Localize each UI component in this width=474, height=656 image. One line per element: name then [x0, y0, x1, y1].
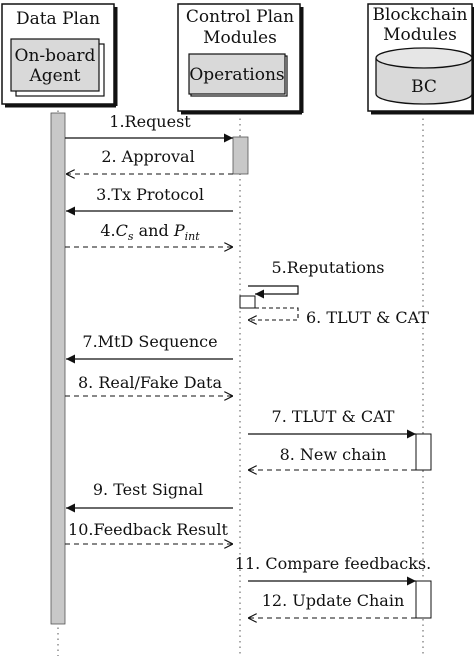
control-plan-title-line1: Control Plan — [186, 7, 294, 27]
message-8-real-fake-data: 8. Real/Fake Data — [65, 373, 233, 396]
control-plan-activation-1 — [232, 136, 249, 175]
message-14-update-chain: 12. Update Chain — [248, 591, 416, 618]
participant-control-plan: Control Plan Modules Operations — [177, 3, 304, 115]
message-label: 2. Approval — [101, 147, 194, 166]
on-board-agent-line1: On-board — [15, 46, 96, 66]
blockchain-title-line2: Modules — [383, 25, 457, 45]
message-9-tlut-cat-to-bc: 7. TLUT & CAT — [248, 407, 416, 439]
blockchain-activation-2 — [415, 580, 432, 619]
message-4-cs-and-pint: 4.Cs and Pint — [65, 221, 233, 247]
message-5-reputations: 5.Reputations — [248, 258, 385, 299]
blockchain-activation-1 — [415, 433, 432, 471]
message-label: 7. TLUT & CAT — [272, 407, 395, 426]
message-6-tlut-cat: 6. TLUT & CAT — [248, 307, 429, 327]
database-cylinder-icon — [375, 47, 473, 105]
message-label: 4.Cs and Pint — [100, 221, 200, 243]
message-2-approval: 2. Approval — [66, 147, 233, 174]
message-3-tx-protocol: 3.Tx Protocol — [66, 185, 233, 216]
message-13-compare-feedbacks: 11. Compare feedbacks. — [235, 554, 431, 586]
message-12-feedback-result: 10.Feedback Result — [65, 520, 233, 544]
blockchain-title-line1: Blockchain — [373, 5, 468, 25]
message-7-mtd-sequence: 7.MtD Sequence — [66, 332, 233, 364]
message-label: 6. TLUT & CAT — [306, 308, 429, 327]
message-label: 8. Real/Fake Data — [78, 373, 223, 392]
message-label: 12. Update Chain — [262, 591, 405, 610]
message-label: 11. Compare feedbacks. — [235, 554, 431, 573]
message-label: 1.Request — [109, 112, 191, 131]
participant-data-plan: Data Plan On-board Agent — [1, 3, 118, 108]
message-label: 5.Reputations — [272, 258, 385, 277]
participant-blockchain: Blockchain Modules BC — [367, 3, 474, 115]
bc-label: BC — [411, 77, 437, 97]
message-label: 9. Test Signal — [93, 480, 203, 499]
message-label: 3.Tx Protocol — [96, 185, 204, 204]
control-plan-activation-2 — [239, 295, 256, 309]
message-1-request: 1.Request — [65, 112, 233, 143]
on-board-agent-box — [10, 38, 100, 92]
message-label: 7.MtD Sequence — [82, 332, 217, 351]
message-10-new-chain: 8. New chain — [248, 445, 416, 470]
data-plan-title: Data Plan — [16, 9, 100, 29]
operations-label: Operations — [189, 65, 284, 85]
message-11-test-signal: 9. Test Signal — [66, 480, 233, 513]
control-plan-title-line2: Modules — [203, 28, 277, 48]
operations-box — [188, 53, 286, 95]
message-label: 10.Feedback Result — [68, 520, 229, 539]
message-label: 8. New chain — [280, 445, 387, 464]
data-plan-activation — [50, 112, 66, 625]
on-board-agent-line2: Agent — [29, 66, 81, 86]
